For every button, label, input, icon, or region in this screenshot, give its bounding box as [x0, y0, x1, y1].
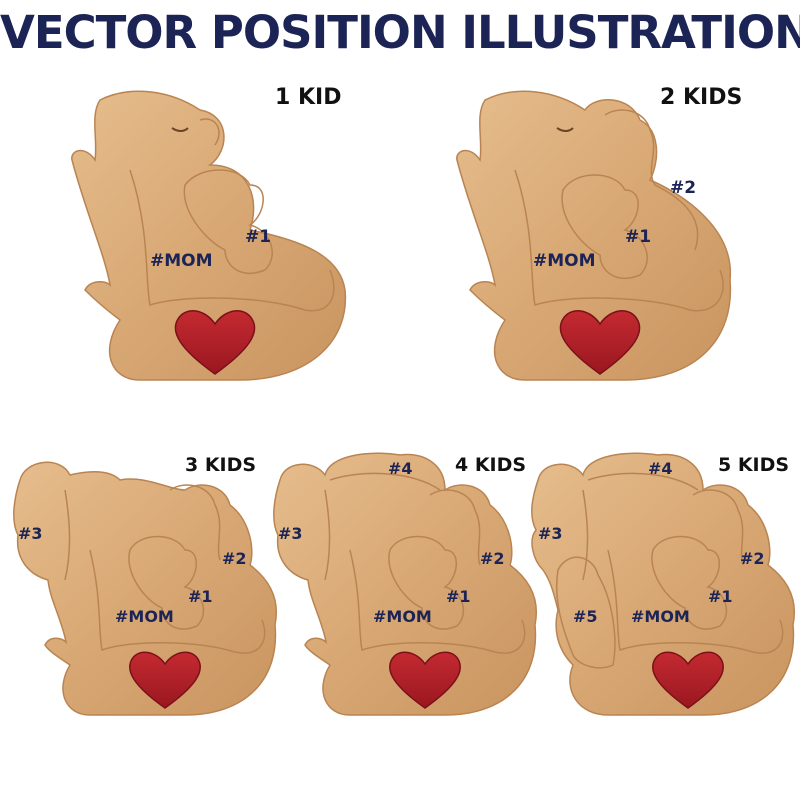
- puzzle-base: [71, 90, 347, 381]
- cub-piece-1: [561, 174, 648, 279]
- puzzle-base: [13, 461, 277, 716]
- kid-count-label: 3 KIDS: [185, 454, 257, 476]
- tag-kid-2: #2: [740, 549, 765, 568]
- tag-kid-4: #4: [388, 459, 413, 478]
- tag-kid-2: #2: [222, 549, 247, 568]
- cub-piece-2: [604, 109, 699, 251]
- tag-kid-3: #3: [18, 524, 43, 543]
- bear-eye: [556, 127, 574, 132]
- bear-ear: [199, 118, 220, 146]
- cub-piece-1: [128, 535, 205, 630]
- heart-icon: [559, 310, 641, 375]
- tag-mom: #MOM: [373, 607, 432, 626]
- bear-puzzle-illustration: #MOM #1: [71, 90, 347, 381]
- tag-kid-2: #2: [480, 549, 505, 568]
- heart-icon: [129, 651, 201, 709]
- heart-icon: [652, 651, 724, 709]
- cub-piece-2: [429, 489, 481, 566]
- tag-kid-3: #3: [278, 524, 303, 543]
- tag-kid-5: #5: [573, 607, 598, 626]
- heart-icon: [174, 310, 256, 375]
- kid-count-label: 1 KID: [275, 85, 342, 110]
- cub-piece-2: [169, 484, 221, 561]
- variant-5-kids: #MOM #1 #2 #3 #4 #5 5 KIDS: [528, 450, 798, 730]
- variant-3-kids: #MOM #1 #2 #3 3 KIDS: [10, 450, 280, 730]
- variant-4-kids: #MOM #1 #2 #3 #4 4 KIDS: [270, 450, 540, 730]
- tag-mom: #MOM: [150, 251, 213, 271]
- kid-count-label: 4 KIDS: [455, 454, 527, 476]
- tag-mom: #MOM: [631, 607, 690, 626]
- cub-piece-2: [692, 489, 744, 566]
- bear-puzzle-illustration: #MOM #1 #2: [456, 90, 732, 381]
- bear-puzzle-illustration: #MOM #1 #2 #3 #4: [273, 452, 537, 716]
- kid-count-label: 5 KIDS: [718, 454, 790, 476]
- page-title: VECTOR POSITION ILLUSTRATION: [0, 6, 800, 59]
- tag-kid-1: #1: [245, 227, 271, 247]
- tag-kid-4: #4: [648, 459, 673, 478]
- variant-2-kids: #MOM #1 #2 2 KIDS: [445, 80, 755, 390]
- puzzle-base: [273, 452, 537, 716]
- cub-piece: [183, 169, 273, 274]
- kid-count-label: 2 KIDS: [660, 85, 743, 110]
- heart-icon: [389, 651, 461, 709]
- cub-piece-1: [651, 535, 728, 630]
- tag-kid-1: #1: [708, 587, 733, 606]
- tag-kid-2: #2: [670, 178, 696, 198]
- tag-kid-1: #1: [625, 227, 651, 247]
- puzzle-base: [456, 90, 732, 381]
- tag-kid-3: #3: [538, 524, 563, 543]
- tag-kid-1: #1: [446, 587, 471, 606]
- cub-piece-1: [388, 535, 465, 630]
- tag-kid-1: #1: [188, 587, 213, 606]
- bear-puzzle-illustration: #MOM #1 #2 #3: [13, 461, 277, 716]
- tag-mom: #MOM: [533, 251, 596, 271]
- tag-mom: #MOM: [115, 607, 174, 626]
- cub-piece-5: [555, 556, 616, 669]
- variant-1-kid: #MOM #1 1 KID: [60, 80, 370, 390]
- bear-eye: [171, 127, 189, 132]
- bear-puzzle-illustration: #MOM #1 #2 #3 #4 #5: [531, 452, 795, 716]
- puzzle-base: [531, 452, 795, 716]
